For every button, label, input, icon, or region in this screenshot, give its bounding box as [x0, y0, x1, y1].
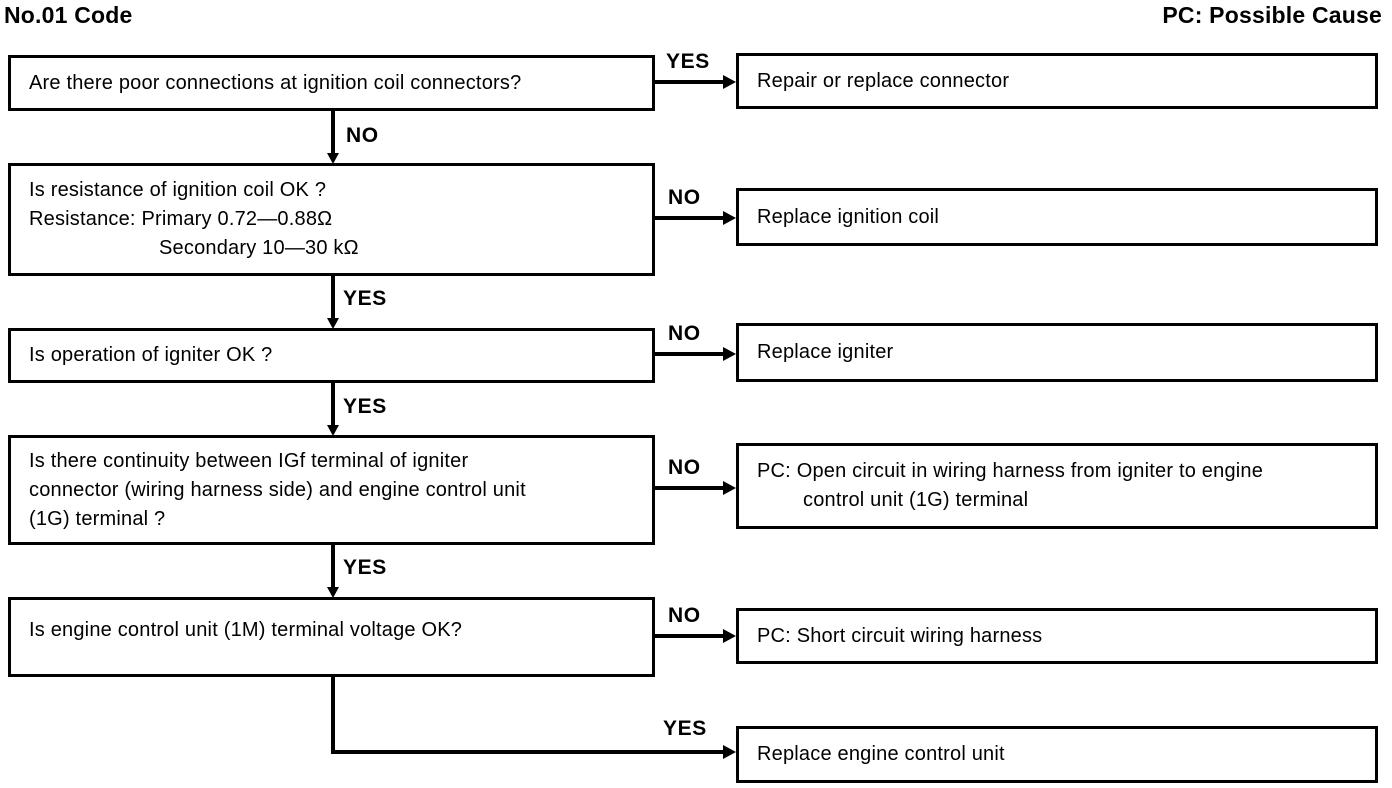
question-box-5: Is engine control unit (1M) terminal vol…	[8, 597, 655, 677]
branch-label-no: NO	[346, 124, 379, 147]
branch-label-no: NO	[668, 322, 701, 345]
question-box-4: Is there continuity between IGf terminal…	[8, 435, 655, 545]
branch-label-no: NO	[668, 604, 701, 627]
connector-line-q3-r3	[655, 352, 726, 356]
question-text: (1G) terminal ?	[29, 507, 166, 530]
page-title: No.01 Code	[4, 2, 133, 28]
connector-line-q5-elbow	[331, 675, 335, 754]
arrowhead-down-q5	[327, 587, 339, 598]
arrowhead-right-r3	[723, 347, 736, 361]
question-text: Are there poor connections at ignition c…	[29, 71, 522, 94]
result-text: PC: Short circuit wiring harness	[757, 624, 1043, 647]
branch-label-yes: YES	[666, 50, 710, 73]
pc-legend: PC: Possible Cause	[1162, 2, 1382, 28]
result-text: Replace ignition coil	[757, 205, 940, 228]
result-box-3: Replace igniter	[736, 323, 1378, 382]
question-box-3: Is operation of igniter OK ?	[8, 328, 655, 383]
connector-line-q1-r1	[655, 80, 726, 84]
question-text: Resistance: Primary 0.72—0.88Ω	[29, 208, 333, 230]
branch-label-no: NO	[668, 186, 701, 209]
result-text: Replace igniter	[757, 341, 894, 363]
connector-line-q2-r2	[655, 216, 726, 220]
result-box-1: Repair or replace connector	[736, 53, 1378, 109]
arrowhead-down-q2	[327, 153, 339, 164]
question-box-1: Are there poor connections at ignition c…	[8, 55, 655, 111]
branch-label-yes: YES	[663, 717, 707, 740]
arrowhead-right-r2	[723, 211, 736, 225]
arrowhead-right-r5	[723, 629, 736, 643]
result-text: Repair or replace connector	[757, 69, 1010, 92]
result-text: control unit (1G) terminal	[803, 489, 1029, 511]
question-text: Is operation of igniter OK ?	[29, 344, 273, 366]
connector-line-q3-q4	[331, 381, 335, 425]
arrowhead-right-r4	[723, 481, 736, 495]
branch-label-yes: YES	[343, 287, 387, 310]
arrowhead-right-r6	[723, 745, 736, 759]
question-text: connector (wiring harness side) and engi…	[29, 478, 526, 501]
connector-line-q5-r5	[655, 634, 726, 638]
connector-line-q2-q3	[331, 274, 335, 318]
branch-label-no: NO	[668, 456, 701, 479]
branch-label-yes: YES	[343, 556, 387, 579]
result-box-5: PC: Short circuit wiring harness	[736, 608, 1378, 664]
connector-line-q5-r6	[331, 750, 723, 754]
result-box-4: PC: Open circuit in wiring harness from …	[736, 443, 1378, 529]
connector-line-q1-q2	[331, 109, 335, 153]
question-text: Secondary 10—30 kΩ	[159, 237, 359, 259]
arrowhead-down-q3	[327, 318, 339, 329]
result-box-6: Replace engine control unit	[736, 726, 1378, 783]
question-text: Is resistance of ignition coil OK ?	[29, 179, 327, 201]
question-box-2: Is resistance of ignition coil OK ? Resi…	[8, 163, 655, 276]
branch-label-yes: YES	[343, 395, 387, 418]
question-text: Is engine control unit (1M) terminal vol…	[29, 619, 463, 641]
question-text: Is there continuity between IGf terminal…	[29, 449, 469, 472]
arrowhead-down-q4	[327, 425, 339, 436]
connector-line-q4-q5	[331, 543, 335, 587]
result-text: Replace engine control unit	[757, 743, 1005, 765]
connector-line-q4-r4	[655, 486, 726, 490]
arrowhead-right-r1	[723, 75, 736, 89]
result-text: PC: Open circuit in wiring harness from …	[757, 460, 1264, 482]
result-box-2: Replace ignition coil	[736, 188, 1378, 246]
